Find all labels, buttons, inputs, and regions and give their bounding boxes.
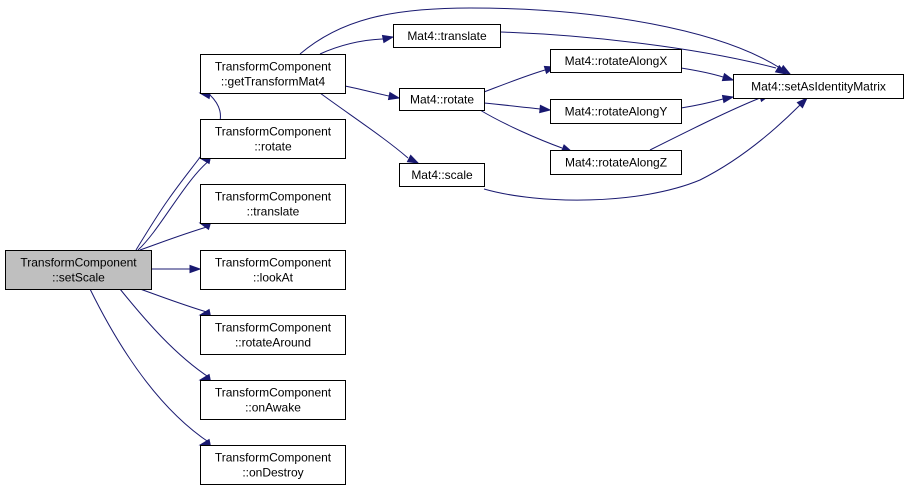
edge-mat4Rotate-to-rotateAlongY: [483, 102, 552, 114]
node-mat4Scale[interactable]: Mat4::scale: [399, 163, 485, 187]
node-label: TransformComponent: [215, 256, 332, 270]
node-label: ::rotateAround: [235, 336, 311, 350]
node-setAsIdentityMatrix[interactable]: Mat4::setAsIdentityMatrix: [733, 74, 904, 99]
node-onDestroy[interactable]: TransformComponent::onDestroy: [200, 445, 346, 485]
node-label: ::setScale: [52, 271, 105, 285]
node-label: Mat4::rotate: [410, 93, 474, 107]
node-setScale[interactable]: TransformComponent::setScale: [5, 250, 152, 290]
edge-getTransformMat4-to-setAsIdentityMatrix: [299, 7, 792, 75]
node-box[interactable]: [200, 119, 346, 159]
node-label: Mat4::translate: [407, 29, 487, 43]
node-mat4Rotate[interactable]: Mat4::rotate: [399, 88, 485, 111]
node-label: ::onAwake: [245, 401, 301, 415]
node-box[interactable]: [5, 250, 152, 290]
edge-line: [680, 98, 724, 109]
node-mat4Translate[interactable]: Mat4::translate: [393, 24, 501, 48]
edge-line: [344, 85, 390, 97]
edge-setScale-to-rotate: [137, 155, 212, 251]
edge-line: [135, 94, 221, 251]
edge-setScale-to-lookAt: [151, 264, 202, 274]
node-box[interactable]: [200, 250, 346, 290]
node-rotateAlongY[interactable]: Mat4::rotateAlongY: [550, 99, 682, 124]
edge-line: [680, 67, 724, 78]
edge-line: [499, 31, 777, 69]
node-rotateAlongZ[interactable]: Mat4::rotateAlongZ: [550, 150, 682, 175]
node-box[interactable]: [200, 184, 346, 224]
nodes-layer: TransformComponent::setScaleTransformCom…: [5, 24, 904, 485]
edge-line: [139, 288, 211, 314]
node-rotate[interactable]: TransformComponent::rotate: [200, 119, 346, 159]
arrowhead-icon: [774, 64, 788, 75]
edge-mat4Scale-to-setAsIdentityMatrix: [483, 96, 809, 201]
arrowhead-icon: [381, 34, 395, 44]
node-label: ::translate: [247, 205, 300, 219]
arrowhead-icon: [387, 91, 401, 101]
edge-line: [299, 7, 781, 69]
edge-setScale-to-onAwake: [119, 288, 212, 383]
node-box[interactable]: [399, 88, 485, 111]
node-box[interactable]: [550, 49, 682, 73]
node-label: TransformComponent: [215, 125, 332, 139]
edge-line: [483, 69, 546, 93]
edge-rotateAlongY-to-setAsIdentityMatrix: [680, 94, 735, 109]
edge-line: [119, 288, 211, 379]
node-label: Mat4::rotateAlongX: [565, 54, 668, 68]
node-box[interactable]: [550, 150, 682, 175]
edge-line: [319, 38, 384, 55]
edge-rotateAlongX-to-setAsIdentityMatrix: [680, 67, 735, 82]
node-rotateAlongX[interactable]: Mat4::rotateAlongX: [550, 49, 682, 73]
edge-line: [137, 159, 211, 251]
arrowhead-icon: [189, 264, 202, 274]
node-translate[interactable]: TransformComponent::translate: [200, 184, 346, 224]
node-box[interactable]: [200, 54, 346, 94]
node-label: TransformComponent: [215, 451, 332, 465]
arrowhead-icon: [796, 96, 809, 109]
edge-line: [139, 225, 211, 251]
node-label: Mat4::rotateAlongY: [565, 105, 668, 119]
node-label: Mat4::scale: [411, 168, 473, 182]
edge-setScale-to-onDestroy: [89, 288, 212, 448]
node-label: TransformComponent: [215, 321, 332, 335]
edges-layer: [89, 7, 809, 448]
node-label: Mat4::rotateAlongZ: [565, 156, 667, 170]
edge-setScale-to-rotateAround: [139, 288, 212, 318]
edge-mat4Rotate-to-rotateAlongX: [483, 65, 557, 93]
node-label: ::rotate: [254, 140, 292, 154]
node-box[interactable]: [200, 380, 346, 420]
edge-getTransformMat4-to-mat4Scale: [319, 92, 420, 164]
edge-line: [483, 104, 801, 201]
arrowhead-icon: [721, 94, 735, 104]
edge-setScale-to-translate: [139, 221, 212, 251]
node-label: TransformComponent: [215, 60, 332, 74]
node-box[interactable]: [399, 163, 485, 187]
node-label: ::onDestroy: [242, 466, 303, 480]
edge-getTransformMat4-to-mat4Rotate: [344, 85, 401, 101]
node-label: TransformComponent: [20, 256, 137, 270]
edge-line: [483, 102, 541, 110]
edge-line: [89, 288, 211, 444]
node-label: TransformComponent: [215, 190, 332, 204]
node-box[interactable]: [200, 315, 346, 355]
arrowhead-icon: [539, 104, 552, 114]
node-box[interactable]: [733, 74, 904, 99]
node-box[interactable]: [393, 24, 501, 48]
edge-line: [479, 109, 563, 149]
edge-line: [649, 97, 761, 151]
arrowhead-icon: [406, 154, 420, 164]
node-onAwake[interactable]: TransformComponent::onAwake: [200, 380, 346, 420]
node-label: TransformComponent: [215, 386, 332, 400]
node-label: ::getTransformMat4: [221, 75, 326, 89]
arrowhead-icon: [721, 72, 735, 82]
node-label: ::lookAt: [253, 271, 294, 285]
node-getTransformMat4[interactable]: TransformComponent::getTransformMat4: [200, 54, 346, 94]
node-box[interactable]: [550, 99, 682, 124]
edge-getTransformMat4-to-mat4Translate: [319, 34, 395, 55]
edge-line: [319, 92, 409, 159]
node-rotateAround[interactable]: TransformComponent::rotateAround: [200, 315, 346, 355]
node-label: Mat4::setAsIdentityMatrix: [751, 80, 886, 94]
edge-mat4Translate-to-setAsIdentityMatrix: [499, 31, 788, 75]
node-lookAt[interactable]: TransformComponent::lookAt: [200, 250, 346, 290]
node-box[interactable]: [200, 445, 346, 485]
